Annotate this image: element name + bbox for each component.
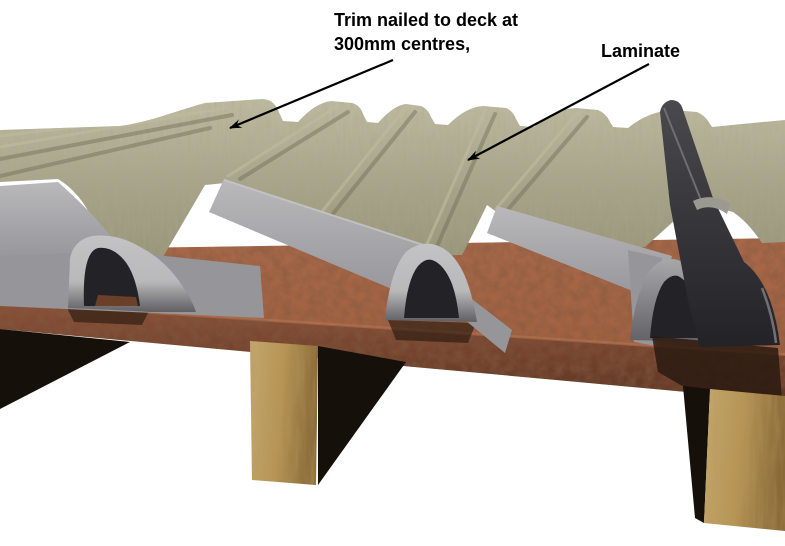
laminate-arrow [467, 63, 650, 161]
joist-mid-grain [250, 341, 318, 485]
trim-arrow [229, 58, 394, 130]
trim-rib-1 [0, 182, 264, 318]
laminate-label-text: Laminate [601, 41, 681, 61]
trim-label-line1: Trim nailed to deck at [334, 10, 519, 30]
trim-rib4-shadow [652, 336, 782, 398]
trim-label: Trim nailed to deck at 300mm centres, [334, 8, 518, 56]
joist-right-shadow-side [683, 386, 710, 523]
trim-rib2-arch [404, 259, 459, 318]
trim-rib-2 [209, 179, 512, 353]
trim-rib1-batten [95, 295, 138, 306]
trim-rib-4 [652, 100, 782, 398]
annotations [229, 58, 650, 161]
trim-rib4-body [660, 100, 780, 347]
joists [0, 329, 785, 531]
joist-mid-shadow-side [318, 346, 406, 485]
trim-rib4-rim-highlight [760, 287, 778, 344]
joist-left-shadow-side [0, 329, 130, 409]
hump2-shadow [388, 320, 476, 343]
trim-rib4-ridge-highlight [663, 107, 702, 201]
joist-right-grain [704, 389, 785, 531]
trim-rib3-flank [487, 206, 672, 302]
laminate-edge-wrap [693, 197, 730, 214]
laminate-label: Laminate [601, 39, 680, 63]
trim-rib1-arch [83, 247, 140, 306]
trim-label-line2: 300mm centres, [334, 34, 471, 54]
trim-rib2-ridge-highlight [223, 179, 443, 252]
